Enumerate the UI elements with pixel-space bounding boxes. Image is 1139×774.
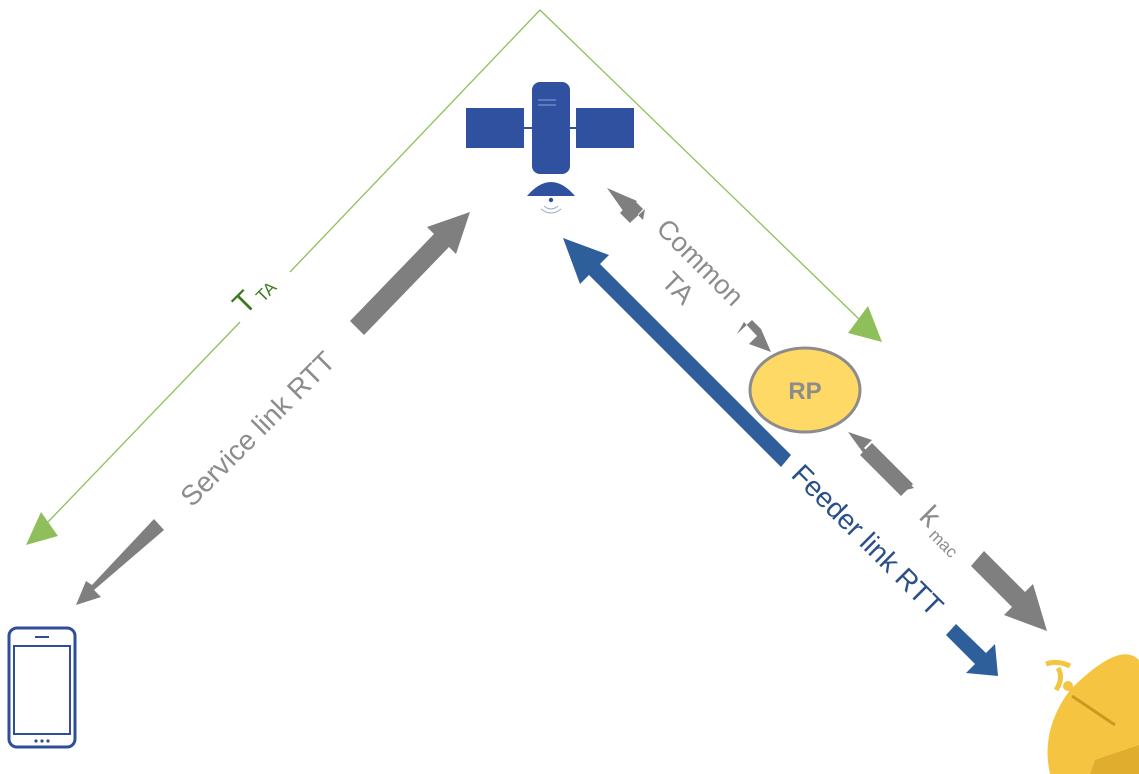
kmac-arrow-up (848, 432, 914, 496)
kmac-label-sub: mac (925, 525, 961, 561)
feeder-link-arrow (563, 238, 998, 676)
dish-antenna-icon (1045, 654, 1139, 774)
common-ta-arrow-up (607, 188, 645, 223)
phone-icon (7, 626, 77, 749)
rp-node (748, 346, 862, 434)
service-link-label: Service link RTT (174, 345, 341, 512)
satellite-icon (466, 82, 634, 214)
rp-label: RP (788, 378, 821, 405)
feeder-link-label: Feeder link RTT (786, 458, 949, 621)
service-link-arrow-down (76, 519, 164, 605)
service-link-arrow-up (350, 212, 470, 335)
t-ta-lines (26, 9, 882, 545)
kmac-arrow-down (971, 551, 1047, 631)
common-ta-arrow-down (737, 320, 771, 352)
t-ta-label-sub: TA (252, 277, 280, 305)
